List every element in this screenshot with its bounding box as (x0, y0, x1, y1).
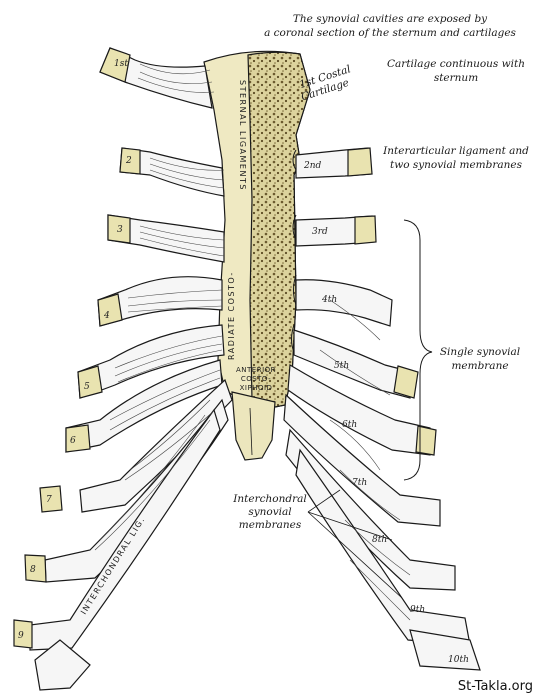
right-rib-numbers: 2nd 3rd 4th 5th 6th 7th 8th 9th 10th (303, 161, 469, 665)
right-rib-10 (409, 629, 481, 671)
synovial-joints (291, 149, 297, 353)
right-rib-4 (295, 279, 393, 327)
interchondral-label-2: synovial (248, 506, 291, 518)
right-rib-number: 3rd (312, 227, 328, 237)
interarticular-label: Interarticular ligament and (382, 145, 529, 157)
right-rib-number: 8th (372, 535, 387, 545)
cartilage-end-l1 (99, 47, 131, 83)
single-synovial-label: Single synovial (440, 346, 520, 358)
sternal-ligaments-label: STERNAL LIGAMENTS (238, 80, 247, 191)
radiate-costo-label: RADIATE COSTO- (227, 271, 236, 360)
single-synovial-label-2: membrane (451, 360, 508, 372)
synovial-cavities-label-2: a coronal section of the sternum and car… (264, 27, 516, 39)
right-rib-number: 2nd (303, 161, 322, 171)
right-rib-number: 10th (448, 655, 469, 665)
right-rib-number: 6th (342, 420, 357, 430)
cartilage-end-r5 (393, 365, 419, 399)
left-rib-number: 7 (46, 495, 52, 505)
left-rib-number: 8 (30, 565, 36, 575)
cartilage-end-r6 (415, 425, 437, 456)
cartilage-end-l3 (107, 214, 131, 244)
cartilage-continuous-label: Cartilage continuous with (387, 58, 525, 70)
left-rib-number: 9 (18, 631, 24, 641)
xiphoid-label: XIPHOID (240, 384, 273, 392)
interchondral-label: Interchondral (232, 493, 306, 505)
right-rib-number: 4th (321, 295, 337, 305)
cartilage-ends (13, 47, 437, 649)
watermark: St-Takla.org (457, 679, 533, 694)
cartilage-end-l5 (77, 365, 103, 399)
cartilage-end-l6 (65, 424, 91, 453)
cartilage-end-l9 (13, 619, 33, 649)
sternum-section (247, 51, 311, 409)
ligament-fibers (94, 63, 411, 621)
cartilage-end-l8 (24, 554, 47, 583)
right-ribs (283, 147, 481, 671)
costo-label: COSTO- (241, 375, 271, 383)
cartilage-end-l2 (119, 147, 141, 175)
left-rib-10 (34, 639, 91, 691)
interchondral-pointers (307, 489, 403, 599)
left-rib-number: 5 (84, 382, 90, 392)
cartilage-end-l4 (97, 293, 123, 327)
left-ribs (29, 47, 233, 691)
single-synovial-bracket (403, 219, 433, 481)
cartilage-end-r3 (354, 215, 377, 245)
left-rib-numbers: 1st 2 3 4 5 6 7 8 9 (18, 59, 132, 641)
interchondral-label-3: membranes (239, 519, 302, 531)
right-rib-number: 9th (410, 605, 425, 615)
right-rib-number: 5th (334, 361, 349, 371)
left-rib-number: 4 (103, 311, 110, 321)
xiphoid-process (231, 391, 276, 461)
cartilage-end-l7 (39, 485, 63, 513)
interarticular-label-2: two synovial membranes (390, 159, 523, 171)
left-rib-number: 1st (114, 59, 128, 69)
left-rib-number: 6 (70, 436, 76, 446)
sternum (203, 50, 311, 461)
right-rib-number: 7th (352, 478, 367, 488)
left-rib-number: 3 (117, 225, 123, 235)
right-rib-6 (287, 363, 431, 456)
cartilage-continuous-label-2: sternum (434, 72, 478, 84)
right-rib-7 (283, 393, 441, 527)
right-rib-5 (293, 329, 413, 399)
annotations: The synovial cavities are exposed by a c… (232, 13, 529, 531)
anterior-label: ANTERIOR (236, 366, 276, 374)
cartilage-end-r2 (347, 147, 373, 177)
left-rib-number: 2 (125, 156, 132, 166)
synovial-cavities-label: The synovial cavities are exposed by (293, 13, 488, 25)
